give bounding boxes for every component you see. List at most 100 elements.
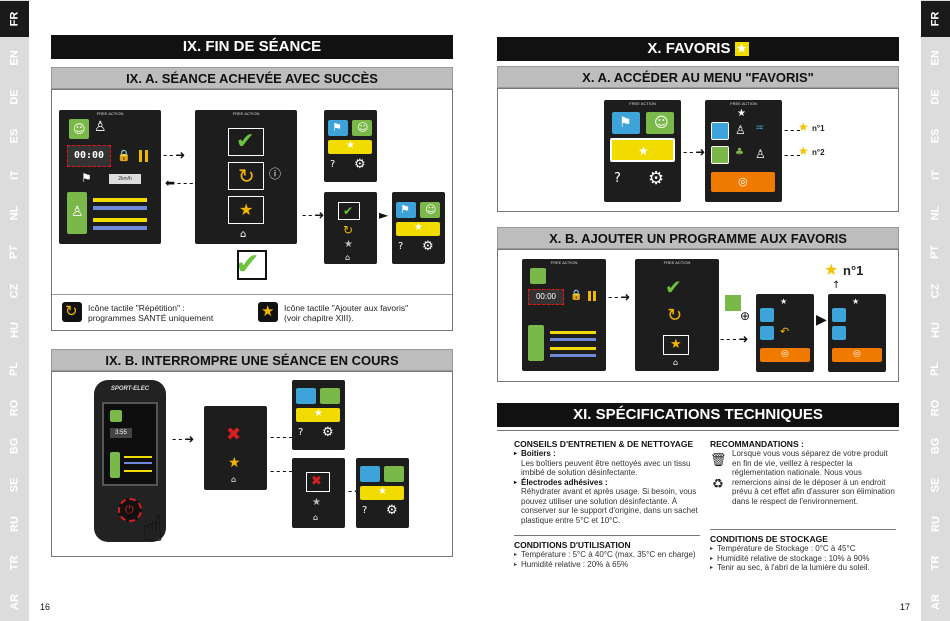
sub-b-title: IX. B. INTERROMPRE UNE SÉANCE EN COURS — [51, 349, 453, 371]
intensity-bar-1 — [93, 198, 147, 202]
repeat-legend-icon: ↻ — [62, 302, 82, 322]
favorite-slot-1[interactable] — [711, 122, 729, 140]
language-tab-tr[interactable]: TR — [0, 545, 29, 581]
language-tab-cz[interactable]: CZ — [0, 273, 29, 309]
fav-n1-label: n°1 — [812, 124, 825, 133]
language-tab-hu[interactable]: HU — [0, 312, 29, 348]
language-tab-se[interactable]: SE — [0, 467, 29, 503]
sub-a-title: IX. A. SÉANCE ACHEVÉE AVEC SUCCÈS — [51, 67, 453, 89]
language-tab-it[interactable]: IT — [921, 157, 950, 193]
language-tab-hu[interactable]: HU — [921, 312, 950, 348]
language-tab-fr[interactable]: FR — [0, 1, 29, 38]
language-tab-pt[interactable]: PT — [0, 234, 29, 270]
pause-icon[interactable] — [139, 150, 142, 162]
language-tab-label: SE — [929, 477, 942, 493]
language-tab-ar[interactable]: AR — [921, 584, 950, 620]
language-tab-es[interactable]: ES — [921, 118, 950, 154]
language-tab-fr[interactable]: FR — [921, 1, 950, 38]
language-tab-ru[interactable]: RU — [0, 506, 29, 542]
sub-a-panel: FREE ACTION ☺ ♙ 00:00 🔒 ⚑ 2km/h ♙ - - ➜ … — [51, 89, 453, 331]
compass-icon: ◎ — [738, 175, 748, 188]
language-tab-cz[interactable]: CZ — [921, 273, 950, 309]
legend-repeat: Icône tactile "Répétition" : programmes … — [88, 303, 214, 323]
language-tab-de[interactable]: DE — [921, 79, 950, 115]
star-icon: ★ — [239, 200, 254, 219]
language-tab-label: NL — [8, 206, 21, 221]
device-home-screen-4: ★ ? ⚙ — [356, 458, 409, 528]
language-tab-ro[interactable]: RO — [0, 390, 29, 426]
language-tab-label: BG — [929, 438, 942, 455]
language-tab-tr[interactable]: TR — [921, 545, 950, 581]
language-tab-bg[interactable]: BG — [921, 428, 950, 464]
device-screen-end: FREE ACTION ✔ ↻ ⓘ ★ ⌂ — [195, 110, 297, 244]
favorite-slot-2[interactable] — [711, 146, 729, 164]
storage-block: CONDITIONS DE STOCKAGE Température de St… — [710, 529, 896, 573]
info-icon[interactable]: ⓘ — [269, 167, 282, 181]
language-tab-pl[interactable]: PL — [0, 351, 29, 387]
section-xi-title: XI. SPÉCIFICATIONS TECHNIQUES — [497, 403, 899, 427]
language-tab-label: BG — [8, 438, 21, 455]
language-tab-label: FR — [929, 12, 942, 27]
hand-pointer-icon: ☝ — [142, 509, 164, 550]
compass-tile[interactable]: ◎ — [711, 172, 775, 192]
power-button[interactable]: ⏻ — [118, 498, 142, 522]
language-tab-nl[interactable]: NL — [0, 195, 29, 231]
favorites-tile[interactable]: ★ — [610, 138, 675, 162]
recommendations-block: RECOMMANDATIONS : 🗑 ♻ Lorsque vous vous … — [710, 439, 896, 506]
body-zone-tile[interactable]: ♙ — [67, 192, 87, 234]
add-favorite-button[interactable]: ★ — [228, 196, 264, 224]
lock-icon[interactable]: 🔒 — [117, 149, 131, 162]
star-n1-icon: ★ — [798, 120, 809, 134]
specs-panel: CONSEILS D'ENTRETIEN & DE NETTOYAGE Boit… — [497, 430, 899, 580]
arrow-left-1: ⬅ - - - — [165, 176, 193, 190]
home-icon[interactable]: ⌂ — [240, 229, 247, 240]
usage-item: Température : 5°C à 40°C (max. 35°C en c… — [514, 550, 700, 560]
intensity-bar-3 — [93, 218, 147, 222]
language-tab-label: DE — [929, 89, 942, 105]
star-n2-icon: ★ — [798, 144, 809, 158]
language-tab-ru[interactable]: RU — [921, 506, 950, 542]
language-tab-pt[interactable]: PT — [921, 234, 950, 270]
language-tab-en[interactable]: EN — [0, 40, 29, 76]
language-tab-ro[interactable]: RO — [921, 390, 950, 426]
language-tab-label: AR — [8, 593, 21, 610]
device-home-screen-3: ★ ? ⚙ — [292, 380, 345, 450]
language-tab-label: SE — [8, 477, 21, 493]
remote-screen: 3:55 — [102, 402, 158, 486]
recycle-icon: ♻ — [712, 477, 724, 492]
device-home-fav: FREE ACTION ⚑ ☺ ★ ? ⚙ — [604, 100, 681, 202]
language-tab-it[interactable]: IT — [0, 157, 29, 193]
language-tab-es[interactable]: ES — [0, 118, 29, 154]
fav-n1-large-label: n°1 — [843, 263, 864, 278]
page-number-left: 16 — [40, 602, 51, 612]
check-button[interactable]: ✔ — [228, 128, 264, 156]
language-tab-de[interactable]: DE — [0, 79, 29, 115]
electrodes-label: Électrodes adhésives : — [514, 478, 704, 488]
boitiers-label: Boitiers : — [514, 449, 704, 459]
arrow-right-1: - - ➜ — [163, 148, 185, 162]
language-tab-bg[interactable]: BG — [0, 428, 29, 464]
favorites-badge-icon: ★ — [734, 42, 749, 57]
language-tab-se[interactable]: SE — [921, 467, 950, 503]
large-check-icon: ✔ — [235, 247, 261, 282]
cross-icon[interactable]: ✖ — [226, 424, 242, 445]
star-icon-b[interactable]: ★ — [228, 455, 241, 471]
language-tab-pl[interactable]: PL — [921, 351, 950, 387]
language-tab-ar[interactable]: AR — [0, 584, 29, 620]
device-screen-running: FREE ACTION ☺ ♙ 00:00 🔒 ⚑ 2km/h ♙ — [59, 110, 161, 244]
sub-xa-title: X. A. ACCÉDER AU MENU "FAVORIS" — [497, 66, 899, 88]
weee-bin-icon: 🗑 — [710, 453, 727, 468]
zen-icon: ☺ — [357, 121, 369, 134]
language-tab-label: ES — [929, 128, 942, 144]
repeat-button[interactable]: ↻ — [228, 162, 264, 190]
timer-display: 00:00 — [67, 145, 111, 167]
language-tab-nl[interactable]: NL — [921, 195, 950, 231]
language-tab-en[interactable]: EN — [921, 40, 950, 76]
language-tab-label: DE — [8, 89, 21, 105]
maintenance-title: CONSEILS D'ENTRETIEN & DE NETTOYAGE — [514, 439, 694, 449]
language-tab-label: IT — [8, 169, 21, 180]
legend-favorite: Icône tactile "Ajouter aux favoris" (voi… — [284, 303, 409, 323]
boitiers-text: Les boîtiers peuvent être nettoyés avec … — [521, 458, 691, 478]
plus-icon: ⊕ — [740, 309, 751, 323]
